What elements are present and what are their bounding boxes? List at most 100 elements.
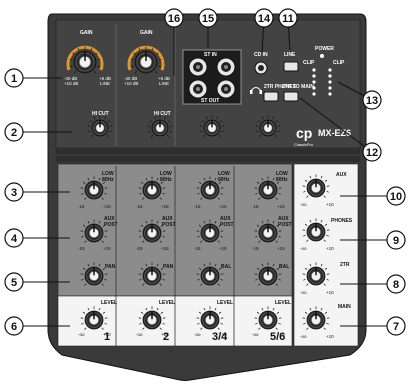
master-aux-label: AUX — [336, 172, 347, 178]
aux-scale-max-3: +15 — [219, 246, 227, 251]
level-scale-min-4: -oo — [252, 332, 259, 337]
hi-cut-knob-3[interactable] — [199, 115, 225, 138]
low-eq-knob-3[interactable] — [196, 176, 224, 200]
master-2tr-scale-max: +10 — [326, 290, 334, 295]
gain-scale-min-1: -40 dB — [64, 76, 77, 81]
level-knob-3[interactable] — [196, 306, 224, 330]
callout-7: 7 — [340, 316, 406, 336]
pan-knob-3[interactable] — [196, 262, 224, 286]
aux-sub-label-2: POST — [162, 222, 176, 228]
aux-send-knob-3[interactable] — [196, 219, 224, 243]
level-label-2: LEVEL — [159, 300, 175, 306]
callout-number: 12 — [366, 147, 378, 159]
low-eq-knob-1[interactable] — [80, 176, 108, 200]
callout-number: 6 — [11, 321, 17, 333]
hi-cut-knob-4[interactable] — [255, 115, 281, 138]
master-main-scale-max: +10 — [326, 334, 334, 339]
low-label-3: LOW — [218, 171, 230, 177]
master-phones-scale-max: +10 — [326, 246, 334, 251]
callout-number: 3 — [11, 187, 17, 199]
level-scale-max-4: +10 — [277, 332, 285, 337]
low-eq-knob-4[interactable] — [254, 176, 282, 200]
level-knob-1[interactable] — [80, 306, 108, 330]
master-2tr-knob[interactable] — [302, 262, 330, 286]
aux-scale-max-1: +15 — [103, 246, 111, 251]
callout-1: 1 — [4, 68, 62, 88]
channel-number-5-6: 5/6 — [270, 331, 285, 343]
master-main-knob[interactable] — [302, 306, 330, 330]
aux-scale-min-1: -15 — [78, 246, 85, 251]
level-scale-max-3: +10 — [219, 332, 227, 337]
aux-send-knob-1[interactable] — [80, 219, 108, 243]
low-label-2: LOW — [160, 171, 172, 177]
master-phones-label: PHONES — [331, 218, 353, 224]
low-eq-knob-2[interactable] — [138, 176, 166, 200]
level-scale-max-1: +10 — [103, 332, 111, 337]
phones-label: 2TR PHONES — [264, 84, 297, 90]
low-scale-min-1: -15 — [78, 204, 85, 209]
level-knob-2[interactable] — [138, 306, 166, 330]
low-scale-min-4: -15 — [252, 204, 259, 209]
pan-knob-1[interactable] — [80, 262, 108, 286]
callout-number: 14 — [258, 13, 271, 25]
line-switch[interactable] — [283, 61, 299, 72]
aux-send-knob-4[interactable] — [254, 219, 282, 243]
cd-in-jack[interactable] — [254, 61, 268, 75]
aux-label-2: AUX — [162, 216, 173, 222]
master-aux-scale-max: +10 — [326, 202, 334, 207]
channel-number-3-4: 3/4 — [212, 331, 228, 343]
callout-number: 7 — [393, 321, 399, 333]
level-meter-leds — [312, 68, 332, 96]
channel-number-1: 1 — [104, 331, 110, 343]
gain-label-1: GAIN — [80, 30, 93, 36]
callout-2: 2 — [4, 122, 72, 142]
bal-label-3: BAL — [221, 264, 231, 270]
callout-number: 11 — [282, 13, 294, 25]
aux-scale-max-4: +15 — [277, 246, 285, 251]
callout-number: 5 — [11, 277, 17, 289]
jack-top-left[interactable] — [188, 57, 208, 77]
callout-15: 15 — [198, 8, 218, 48]
low-freq-label-1: 80Hz — [102, 177, 114, 183]
line-label: LINE — [284, 52, 296, 58]
aux-label-1: AUX — [104, 216, 115, 222]
master-aux-knob[interactable] — [302, 174, 330, 198]
master-section — [293, 163, 359, 347]
pan-knob-2[interactable] — [138, 262, 166, 286]
master-main-scale-min: -oo — [300, 334, 307, 339]
callout-5: 5 — [4, 272, 70, 292]
gain-knob-1[interactable] — [69, 46, 101, 74]
aux-scale-min-3: -15 — [194, 246, 201, 251]
low-scale-min-2: -15 — [136, 204, 143, 209]
callout-number: 15 — [202, 13, 214, 25]
low-label-4: LOW — [276, 171, 288, 177]
hi-cut-knob-1[interactable] — [87, 115, 113, 138]
master-2tr-scale-min: -oo — [300, 290, 307, 295]
power-label: POWER — [315, 46, 334, 52]
low-freq-label-2: 80Hz — [160, 177, 172, 183]
jack-bottom-right[interactable] — [216, 79, 236, 99]
callout-8: 8 — [340, 274, 406, 294]
phones-switch[interactable] — [263, 91, 279, 102]
clip-label-left: CLIP — [303, 60, 315, 66]
hi-cut-knob-2[interactable] — [147, 115, 173, 138]
master-main-label: MAIN — [338, 304, 351, 310]
to-main-label: 2TR TO MAIN — [282, 84, 314, 90]
callout-3: 3 — [4, 182, 70, 202]
st-out-label: ST OUT — [201, 98, 219, 104]
callout-12: 12 — [299, 97, 382, 162]
aux-send-knob-2[interactable] — [138, 219, 166, 243]
callout-6: 6 — [4, 316, 70, 336]
jack-bottom-left[interactable] — [188, 79, 208, 99]
jack-top-right[interactable] — [216, 57, 236, 77]
gain-knob-2[interactable] — [130, 46, 162, 74]
master-phones-knob[interactable] — [302, 218, 330, 242]
callout-number: 2 — [11, 127, 17, 139]
pan-knob-4[interactable] — [254, 262, 282, 286]
to-main-switch[interactable] — [283, 91, 299, 102]
master-2tr-label: 2TR — [340, 262, 350, 268]
callout-13: 13 — [337, 81, 382, 110]
level-knob-4[interactable] — [254, 306, 282, 330]
gain-scale-min2-2: +10 dB — [124, 81, 138, 86]
level-label-4: LEVEL — [275, 300, 291, 306]
